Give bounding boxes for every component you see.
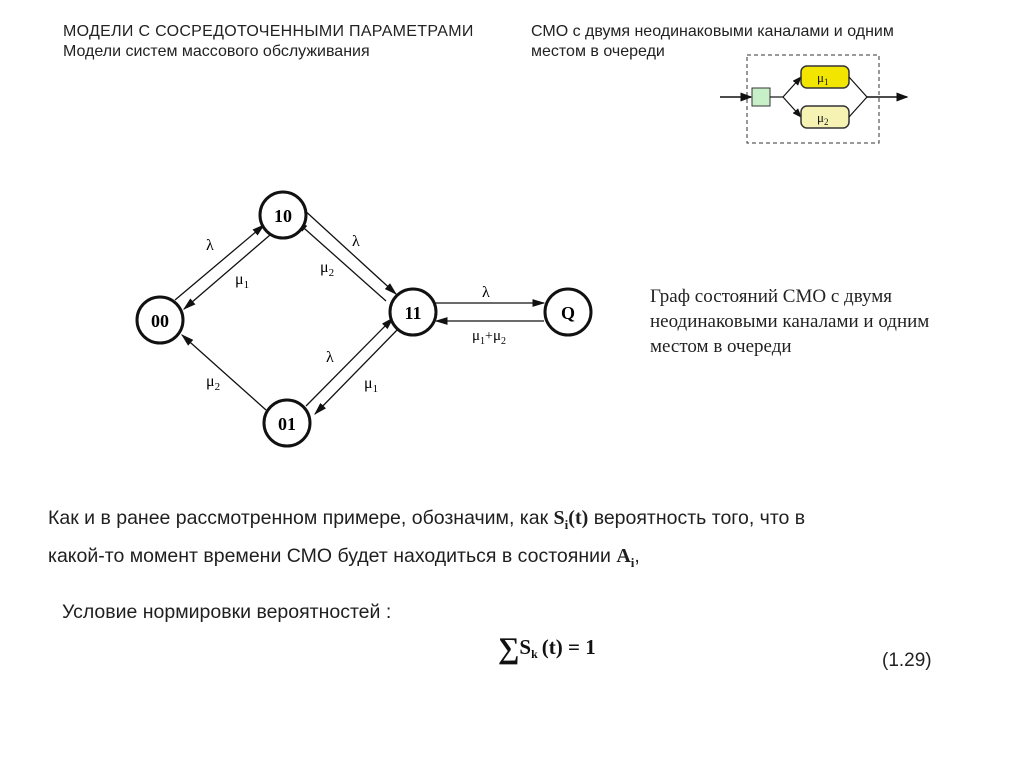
svg-text:μ2: μ2 bbox=[817, 110, 828, 127]
graph-caption-line2: неодинаковыми каналами и одним bbox=[650, 311, 930, 332]
state-Q bbox=[543, 287, 593, 337]
equation-number: (1.29) bbox=[882, 650, 932, 671]
edge-11-10-mu2: μ2 bbox=[320, 259, 334, 279]
symbol-S-i: Si(t) bbox=[553, 507, 589, 532]
state-11 bbox=[388, 287, 438, 337]
edge-00-10-lambda: λ bbox=[206, 237, 214, 254]
state-11-label: 11 bbox=[404, 303, 421, 323]
state-graph: 00 10 01 11 Q λ μ1 λ μ2 λ μ1 μ2 λ μ1+μ2 bbox=[135, 190, 593, 448]
graph-caption-line3: местом в очереди bbox=[650, 336, 792, 357]
smo-description-line2: местом в очереди bbox=[531, 43, 665, 60]
channel-1-label: μ bbox=[817, 70, 824, 85]
normalization-formula: ∑Sk(t) = 1 bbox=[498, 632, 596, 665]
symbol-A-i: Ai bbox=[616, 545, 635, 570]
paragraph-line2: какой-то момент времени СМО будет находи… bbox=[48, 545, 640, 570]
state-01-label: 01 bbox=[278, 414, 296, 434]
smo-description-line1: СМО с двумя неодинаковыми каналами и одн… bbox=[531, 23, 894, 40]
edge-11-01-mu1: μ1 bbox=[364, 375, 378, 395]
state-10 bbox=[258, 190, 308, 240]
svg-text:μ1: μ1 bbox=[817, 70, 828, 87]
edge-01-11-lambda: λ bbox=[326, 349, 334, 366]
edge-10-11-lambda: λ bbox=[352, 233, 360, 250]
edge-01-00-mu2: μ2 bbox=[206, 373, 220, 393]
section-title: МОДЕЛИ С СОСРЕДОТОЧЕННЫМИ ПАРАМЕТРАМИ bbox=[63, 23, 474, 40]
graph-caption-line1: Граф состояний СМО с двумя bbox=[650, 286, 893, 307]
channel-diagram: μ1 μ2 bbox=[720, 54, 909, 144]
edge-11-Q-lambda: λ bbox=[482, 284, 490, 301]
section-subtitle: Модели систем массового обслуживания bbox=[63, 43, 370, 60]
edge-10-00-mu1: μ1 bbox=[235, 271, 249, 291]
normalization-label: Условие нормировки вероятностей : bbox=[62, 601, 392, 623]
channel-2-label: μ bbox=[817, 110, 824, 125]
state-Q-label: Q bbox=[561, 303, 575, 323]
graph-caption: Граф состояний СМО с двумя неодинаковыми… bbox=[650, 284, 929, 359]
state-00 bbox=[135, 295, 185, 345]
paragraph-line1: Как и в ранее рассмотренном примере, обо… bbox=[48, 507, 806, 532]
state-01 bbox=[262, 398, 312, 448]
sum-symbol: ∑ bbox=[498, 632, 520, 665]
state-10-label: 10 bbox=[274, 206, 292, 226]
edge-Q-11-mu1-mu2: μ1+μ2 bbox=[472, 328, 506, 347]
state-00-label: 00 bbox=[151, 311, 169, 331]
queue-slot bbox=[751, 87, 771, 107]
